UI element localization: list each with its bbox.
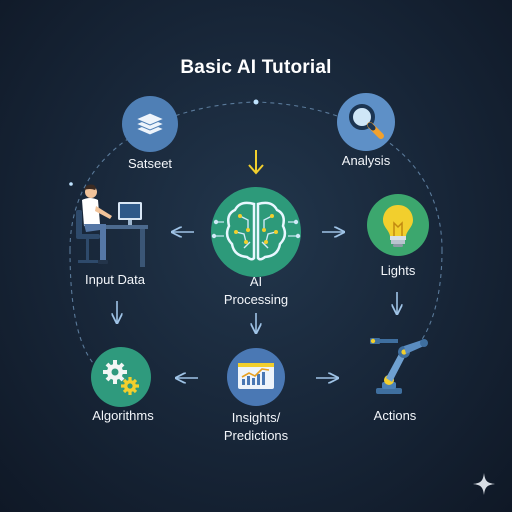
brain-circuit-icon xyxy=(211,187,301,277)
page-title: Basic AI Tutorial xyxy=(180,57,332,78)
analysis-label: Analysis xyxy=(341,153,391,168)
ai-label-line1: AI xyxy=(249,274,263,289)
person-at-computer-icon xyxy=(76,184,148,267)
insights-label: Insights/ Predictions xyxy=(206,409,306,445)
dataset-label: Satseet xyxy=(127,156,173,171)
magnifier-icon xyxy=(337,93,395,151)
arrow-down-yellow xyxy=(248,150,264,175)
input-data-label: Input Data xyxy=(85,272,145,287)
insights-label-line1: Insights/ xyxy=(231,410,281,425)
sparkle-icon xyxy=(473,473,495,495)
insights-label-line2: Predictions xyxy=(223,428,289,443)
glow-dot xyxy=(69,182,73,186)
actions-label: Actions xyxy=(373,408,417,423)
ai-processing-label: AI Processing xyxy=(206,273,306,309)
ai-label-line2: Processing xyxy=(223,292,289,307)
database-stack-icon xyxy=(122,96,178,152)
robot-arm-icon xyxy=(370,338,428,394)
gears-icon xyxy=(91,347,151,407)
chart-screen-icon xyxy=(227,348,285,406)
lightbulb-icon xyxy=(367,194,429,256)
dashed-loop-left xyxy=(69,249,106,376)
lights-label: Lights xyxy=(380,263,416,278)
glow-dot xyxy=(253,99,259,105)
algorithms-label: Algorithms xyxy=(92,408,154,423)
